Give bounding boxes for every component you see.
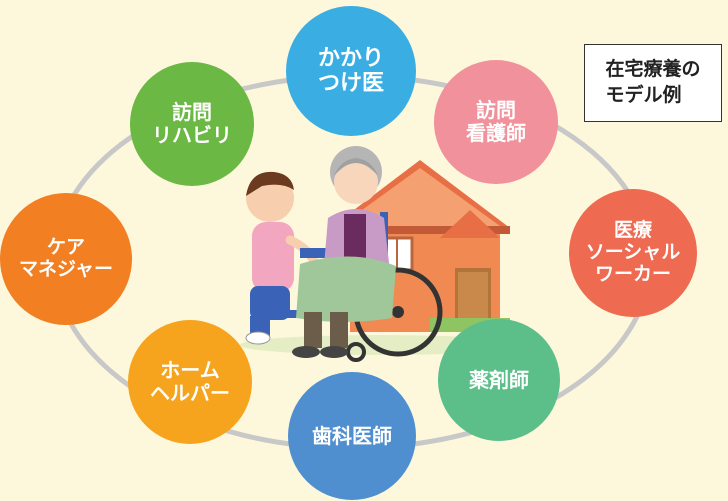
node-helper-label: ホーム ヘルパー — [150, 358, 230, 405]
node-homon-kango: 訪問 看護師 — [434, 60, 558, 184]
node-yakuzaishi: 薬剤師 — [438, 319, 560, 441]
node-home-helper: ホーム ヘルパー — [128, 320, 252, 444]
diagram-title-box: 在宅療養の モデル例 — [584, 44, 722, 122]
node-msw-label: 医療 ソーシャル ワーカー — [585, 219, 681, 285]
node-shika-ishi: 歯科医師 — [288, 372, 416, 500]
node-homon-rehabili: 訪問 リハビリ — [130, 62, 254, 186]
elderly-person-figure — [292, 146, 396, 358]
node-homon-reha-label: 訪問 リハビリ — [152, 100, 232, 147]
node-care-manager: ケア マネジャー — [0, 193, 132, 325]
diagram-title: 在宅療養の モデル例 — [605, 58, 701, 106]
node-kakaritsuke-label: かかり つけ医 — [317, 45, 384, 96]
node-yakuzaishi-label: 薬剤師 — [469, 367, 529, 392]
node-caremanager-label: ケア マネジャー — [18, 236, 114, 280]
node-homon-kango-label: 訪問 看護師 — [466, 98, 526, 145]
node-shika-label: 歯科医師 — [312, 423, 392, 448]
node-medical-social-worker: 医療 ソーシャル ワーカー — [569, 189, 697, 317]
node-kakaritsuke: かかり つけ医 — [286, 6, 416, 136]
